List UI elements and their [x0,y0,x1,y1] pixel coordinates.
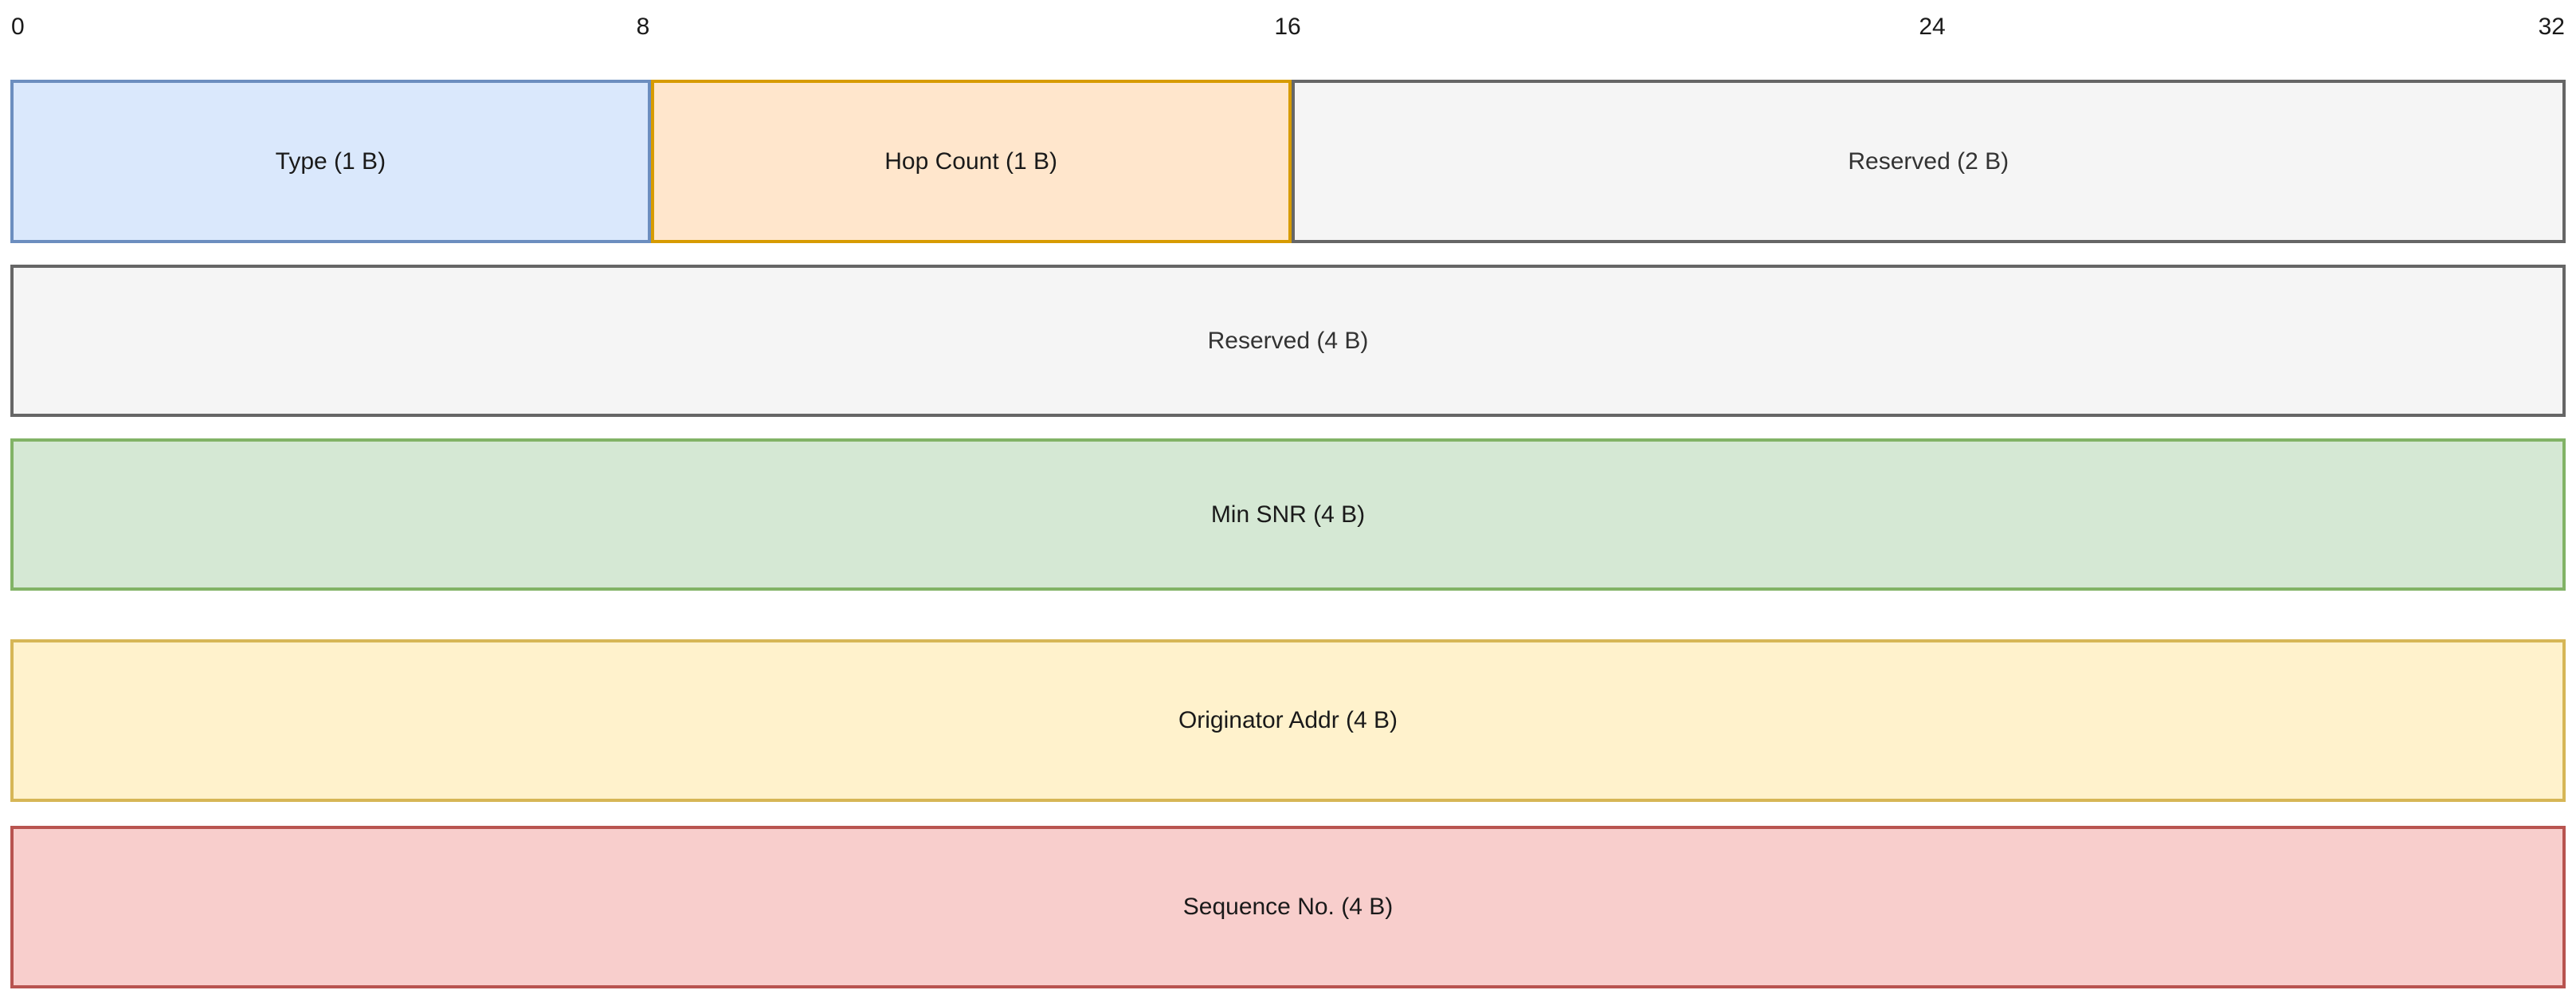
field-min-snr[interactable]: Min SNR (4 B) [10,438,2566,591]
packet-row-2: Min SNR (4 B) [0,438,2576,591]
ruler-tick-16: 16 [1274,14,1301,40]
ruler-tick-0: 0 [11,14,25,40]
field-reserved-4b-label: Reserved (4 B) [1207,327,1369,354]
bit-ruler: 0 8 16 24 32 [0,0,2576,59]
ruler-tick-32: 32 [2538,14,2565,40]
packet-row-4: Sequence No. (4 B) [0,826,2576,988]
field-reserved-2b-label: Reserved (2 B) [1848,147,2009,175]
field-sequence-no-label: Sequence No. (4 B) [1182,894,1394,920]
ruler-tick-8: 8 [636,14,650,40]
field-sequence-no[interactable]: Sequence No. (4 B) [10,826,2566,988]
ruler-tick-24: 24 [1919,14,1946,40]
packet-row-0: Type (1 B) Hop Count (1 B) Reserved (2 B… [0,80,2576,243]
field-reserved-4b[interactable]: Reserved (4 B) [10,265,2566,417]
field-type[interactable]: Type (1 B) [10,80,651,243]
field-originator-addr-label: Originator Addr (4 B) [1178,707,1398,733]
field-type-label: Type (1 B) [275,147,386,175]
field-hop-count[interactable]: Hop Count (1 B) [650,80,1292,243]
field-min-snr-label: Min SNR (4 B) [1210,501,1366,528]
packet-row-1: Reserved (4 B) [0,265,2576,417]
field-originator-addr[interactable]: Originator Addr (4 B) [10,639,2566,802]
field-hop-count-label: Hop Count (1 B) [884,147,1058,175]
packet-row-3: Originator Addr (4 B) [0,639,2576,802]
field-reserved-2b[interactable]: Reserved (2 B) [1291,80,2566,243]
